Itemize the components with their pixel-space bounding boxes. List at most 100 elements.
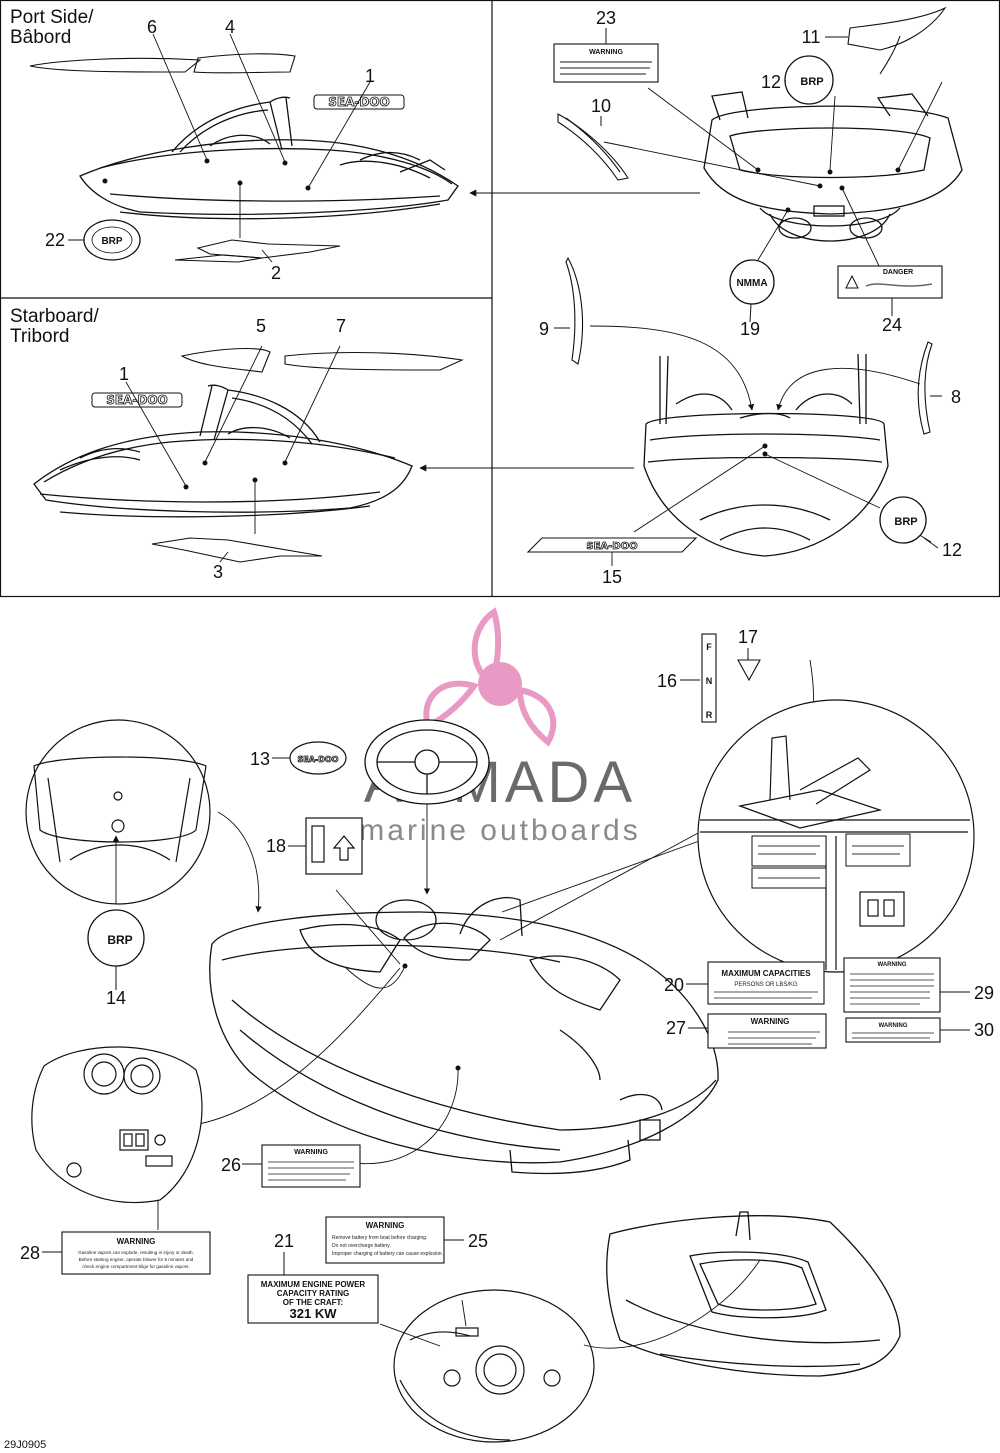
side-graphic-10 <box>557 113 629 181</box>
danger-label-24: DANGER <box>837 265 943 299</box>
nmma-emblem-19: NMMA <box>729 259 775 305</box>
callout-17: 17 <box>738 627 758 647</box>
leader-21 <box>379 1323 441 1347</box>
port-side-title: Port Side/ <box>10 7 94 28</box>
svg-text:R: R <box>706 710 713 720</box>
callout-6: 6 <box>147 17 157 37</box>
port-leaders <box>74 33 371 263</box>
main-boat-dots <box>402 963 461 1071</box>
warning-label-30: WARNING <box>845 1017 941 1043</box>
callout-15: 15 <box>602 567 622 587</box>
svg-text:Remove battery from boat befor: Remove battery from boat before charging… <box>332 1235 427 1241</box>
callout-14: 14 <box>106 988 126 1008</box>
svg-text:WARNING: WARNING <box>294 1149 328 1156</box>
seadoo-emblem-13: SEA-DOO <box>289 741 347 775</box>
svg-text:WARNING: WARNING <box>878 962 907 968</box>
svg-text:Gasoline vapors can explode, r: Gasoline vapors can explode, resulting i… <box>78 1250 194 1255</box>
starboard-leaders <box>125 345 341 563</box>
seadoo-strip-15: SEA-DOO <box>526 537 698 553</box>
svg-text:PERSONS OR LBS/KG: PERSONS OR LBS/KG <box>734 982 798 988</box>
starboard-boat <box>33 384 413 518</box>
callout-1b: 1 <box>119 364 129 384</box>
warning-label-23: WARNING <box>553 43 659 83</box>
svg-text:SEA-DOO: SEA-DOO <box>586 541 637 552</box>
callout-28: 28 <box>20 1243 40 1263</box>
callout-29: 29 <box>974 983 994 1003</box>
svg-text:CAPACITY RATING: CAPACITY RATING <box>277 1289 349 1298</box>
callout-24: 24 <box>882 315 902 335</box>
reference-code: 29J0905 <box>4 1439 46 1451</box>
svg-text:N: N <box>706 676 713 686</box>
panel-arrows <box>419 189 700 472</box>
callout-21: 21 <box>274 1231 294 1251</box>
detail-battery-compartment <box>393 1289 595 1443</box>
callout-11: 11 <box>802 27 821 47</box>
starboard-decals <box>151 347 464 563</box>
svg-text:BRP: BRP <box>107 933 132 947</box>
warning-label-26: WARNING <box>261 1144 361 1188</box>
capacity-label-20: MAXIMUM CAPACITIES PERSONS OR LBS/KG <box>707 961 825 1005</box>
svg-text:BRP: BRP <box>894 516 917 528</box>
callout-3: 3 <box>213 562 223 582</box>
callout-ticks <box>42 28 970 1275</box>
engine-power-label-21: MAXIMUM ENGINE POWER CAPACITY RATING OF … <box>247 1274 379 1324</box>
warning-label-25: WARNING Remove battery from boat before … <box>325 1216 445 1264</box>
stern-dots <box>755 167 901 213</box>
detail-bow-locker <box>25 719 211 905</box>
callout-13: 13 <box>250 749 270 769</box>
leader-battery <box>583 1259 761 1349</box>
callout-2: 2 <box>271 263 281 283</box>
label-maxcap-small <box>751 833 911 889</box>
svg-text:WARNING: WARNING <box>117 1237 156 1246</box>
svg-text:MAXIMUM CAPACITIES: MAXIMUM CAPACITIES <box>721 969 811 978</box>
svg-text:SEA-DOO: SEA-DOO <box>328 95 389 109</box>
svg-text:OF THE CRAFT:: OF THE CRAFT: <box>283 1298 343 1307</box>
port-decals <box>29 53 341 263</box>
starboard-dots <box>183 460 288 490</box>
callout-19: 19 <box>740 319 760 339</box>
detail-engine-panel <box>31 1046 203 1204</box>
leader-25 <box>461 1299 467 1327</box>
svg-text:WARNING: WARNING <box>589 49 623 56</box>
warning-label-28: WARNING Gasoline vapors can explode, res… <box>61 1231 211 1275</box>
callout-5: 5 <box>256 316 266 336</box>
warning-label-29: WARNING <box>843 957 941 1013</box>
brp-emblem-12-top: BRP <box>784 55 834 105</box>
callout-1a: 1 <box>365 66 375 86</box>
seadoo-logo-port: SEA-DOO <box>313 94 405 110</box>
callout-27: 27 <box>666 1018 686 1038</box>
bow-graphic-8 <box>917 341 933 435</box>
callout-18: 18 <box>266 836 286 856</box>
seadoo-logo-starboard: SEA-DOO <box>91 392 183 408</box>
callout-23: 23 <box>596 8 616 28</box>
port-side-title-fr: Bâbord <box>10 27 71 48</box>
starboard-title: Starboard/ <box>10 306 99 327</box>
svg-text:BRP: BRP <box>800 76 823 88</box>
svg-text:check engine compartment bilge: check engine compartment bilge for gasol… <box>82 1264 190 1269</box>
port-dots <box>102 158 311 191</box>
bow-view <box>643 353 889 557</box>
callout-12a: 12 <box>761 72 781 92</box>
svg-text:F: F <box>706 642 712 652</box>
brp-emblem-12-bow: BRP <box>879 496 927 544</box>
callout-12b: 12 <box>942 540 962 560</box>
stern-view <box>703 91 963 242</box>
bow-graphic-9 <box>565 256 583 365</box>
callout-22: 22 <box>45 230 65 250</box>
rear-deck-view <box>606 1211 901 1377</box>
bow-leaders <box>589 325 932 566</box>
triangle-decal-17 <box>737 659 761 682</box>
callout-26: 26 <box>221 1155 241 1175</box>
svg-text:Improper charging of battery c: Improper charging of battery can cause e… <box>332 1251 443 1257</box>
svg-text:DANGER: DANGER <box>883 269 913 276</box>
warning-label-27: WARNING <box>707 1013 827 1049</box>
port-side-boat <box>79 96 459 220</box>
svg-text:Before starting engine, operat: Before starting engine, operate blower f… <box>79 1257 194 1262</box>
svg-text:BRP: BRP <box>101 236 122 247</box>
callout-25: 25 <box>468 1231 488 1251</box>
brp-emblem-22: BRP <box>83 219 141 261</box>
svg-text:WARNING: WARNING <box>366 1221 405 1230</box>
svg-text:marine outboards: marine outboards <box>359 814 640 847</box>
callout-30: 30 <box>974 1020 994 1040</box>
